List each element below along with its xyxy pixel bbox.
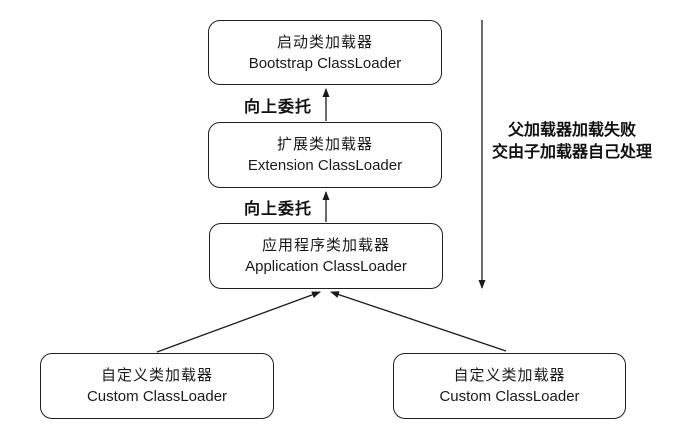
delegate-up-label-1: 向上委托	[243, 99, 312, 116]
custom-classloader-right-label-en: Custom ClassLoader	[439, 388, 580, 405]
delegate-arrow-custom-left-to-application	[156, 291, 321, 353]
custom-classloader-left-label-en: Custom ClassLoader	[86, 388, 228, 405]
fallback-note-line2: 交由子加载器自己处理	[491, 144, 652, 161]
delegate-up-label-2: 向上委托	[243, 201, 312, 218]
extension-classloader-label-zh: 扩展类加载器	[276, 136, 373, 153]
extension-classloader-node: 扩展类加载器 Extension ClassLoader	[208, 122, 442, 188]
custom-classloader-left-node: 自定义类加载器 Custom ClassLoader	[40, 353, 274, 419]
bootstrap-classloader-label-zh: 启动类加载器	[276, 33, 373, 51]
bootstrap-classloader-label-en: Bootstrap ClassLoader	[248, 54, 402, 72]
custom-classloader-right-label-zh: 自定义类加载器	[453, 367, 566, 384]
application-classloader-label-zh: 应用程序类加载器	[261, 237, 390, 254]
fallback-note: 父加载器加载失败 交由子加载器自己处理	[483, 120, 661, 164]
custom-classloader-right-node: 自定义类加载器 Custom ClassLoader	[393, 353, 626, 419]
bootstrap-classloader-node: 启动类加载器 Bootstrap ClassLoader	[208, 20, 442, 85]
custom-classloader-left-label-zh: 自定义类加载器	[100, 367, 213, 384]
application-classloader-label-en: Application ClassLoader	[245, 258, 407, 275]
application-classloader-node: 应用程序类加载器 Application ClassLoader	[209, 223, 443, 289]
delegate-arrow-custom-right-to-application	[330, 291, 507, 352]
extension-classloader-label-en: Extension ClassLoader	[247, 157, 403, 174]
fallback-note-line1: 父加载器加载失败	[507, 122, 636, 139]
